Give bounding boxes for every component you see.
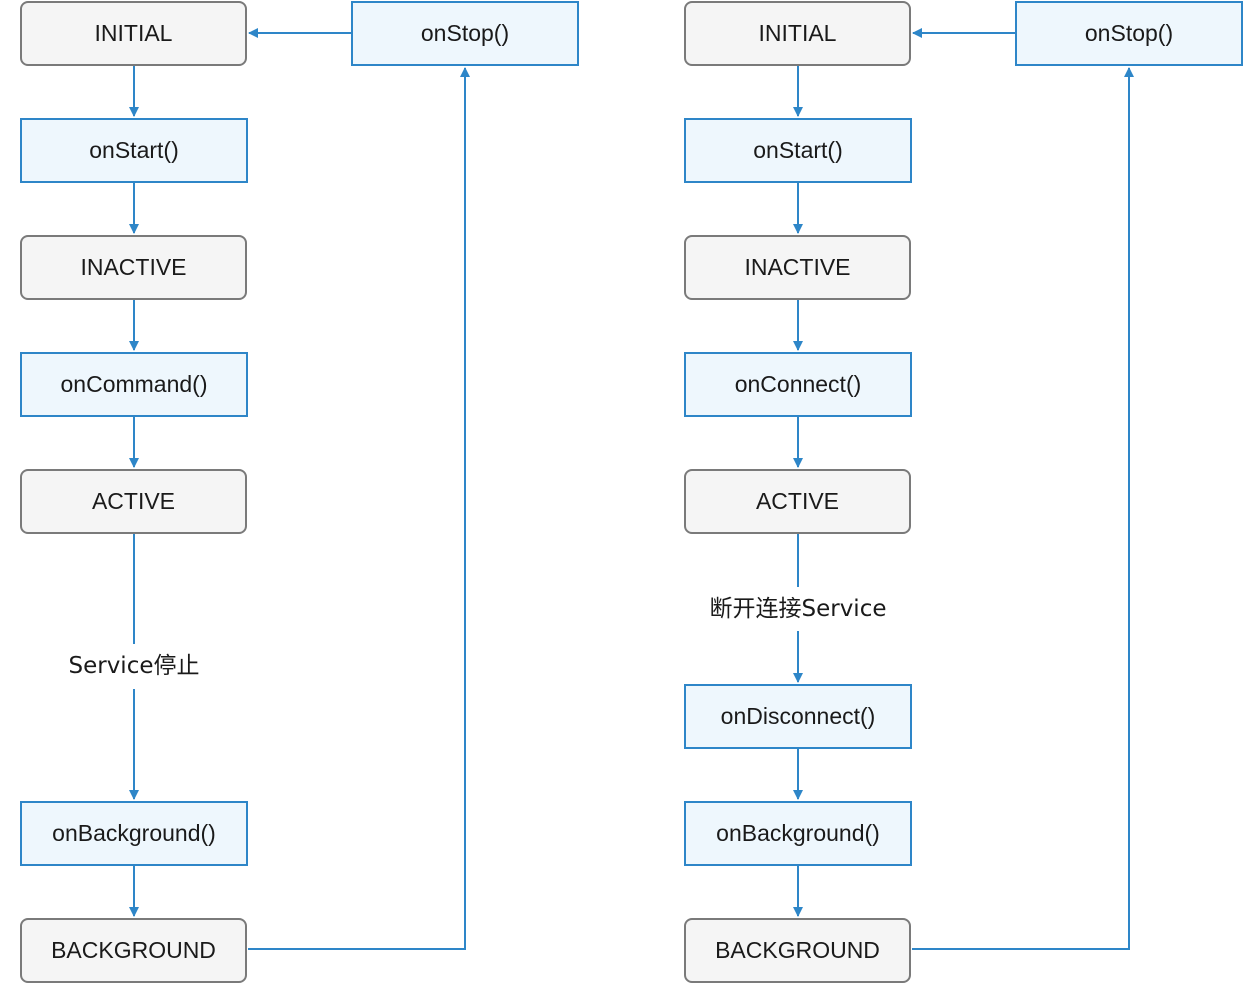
left-oncommand-method: onCommand() <box>20 352 248 417</box>
right-onstart-method: onStart() <box>684 118 912 183</box>
left-active-state: ACTIVE <box>20 469 247 534</box>
right-transition-label: 断开连接Service <box>693 592 903 626</box>
right-onbackground-method: onBackground() <box>684 801 912 866</box>
right-onstop-method: onStop() <box>1015 1 1243 66</box>
right-inactive-state: INACTIVE <box>684 235 911 300</box>
left-inactive-state: INACTIVE <box>20 235 247 300</box>
arrow-left-background-to-onstop <box>248 67 470 950</box>
arrow-right-background-to-onstop <box>912 67 1134 950</box>
right-active-state: ACTIVE <box>684 469 911 534</box>
left-onstart-method: onStart() <box>20 118 248 183</box>
right-onconnect-method: onConnect() <box>684 352 912 417</box>
right-initial-state: INITIAL <box>684 1 911 66</box>
left-onstop-method: onStop() <box>351 1 579 66</box>
left-onbackground-method: onBackground() <box>20 801 248 866</box>
left-initial-state: INITIAL <box>20 1 247 66</box>
right-ondisconnect-method: onDisconnect() <box>684 684 912 749</box>
right-background-state: BACKGROUND <box>684 918 911 983</box>
left-background-state: BACKGROUND <box>20 918 247 983</box>
left-transition-label: Service停止 <box>54 649 214 683</box>
